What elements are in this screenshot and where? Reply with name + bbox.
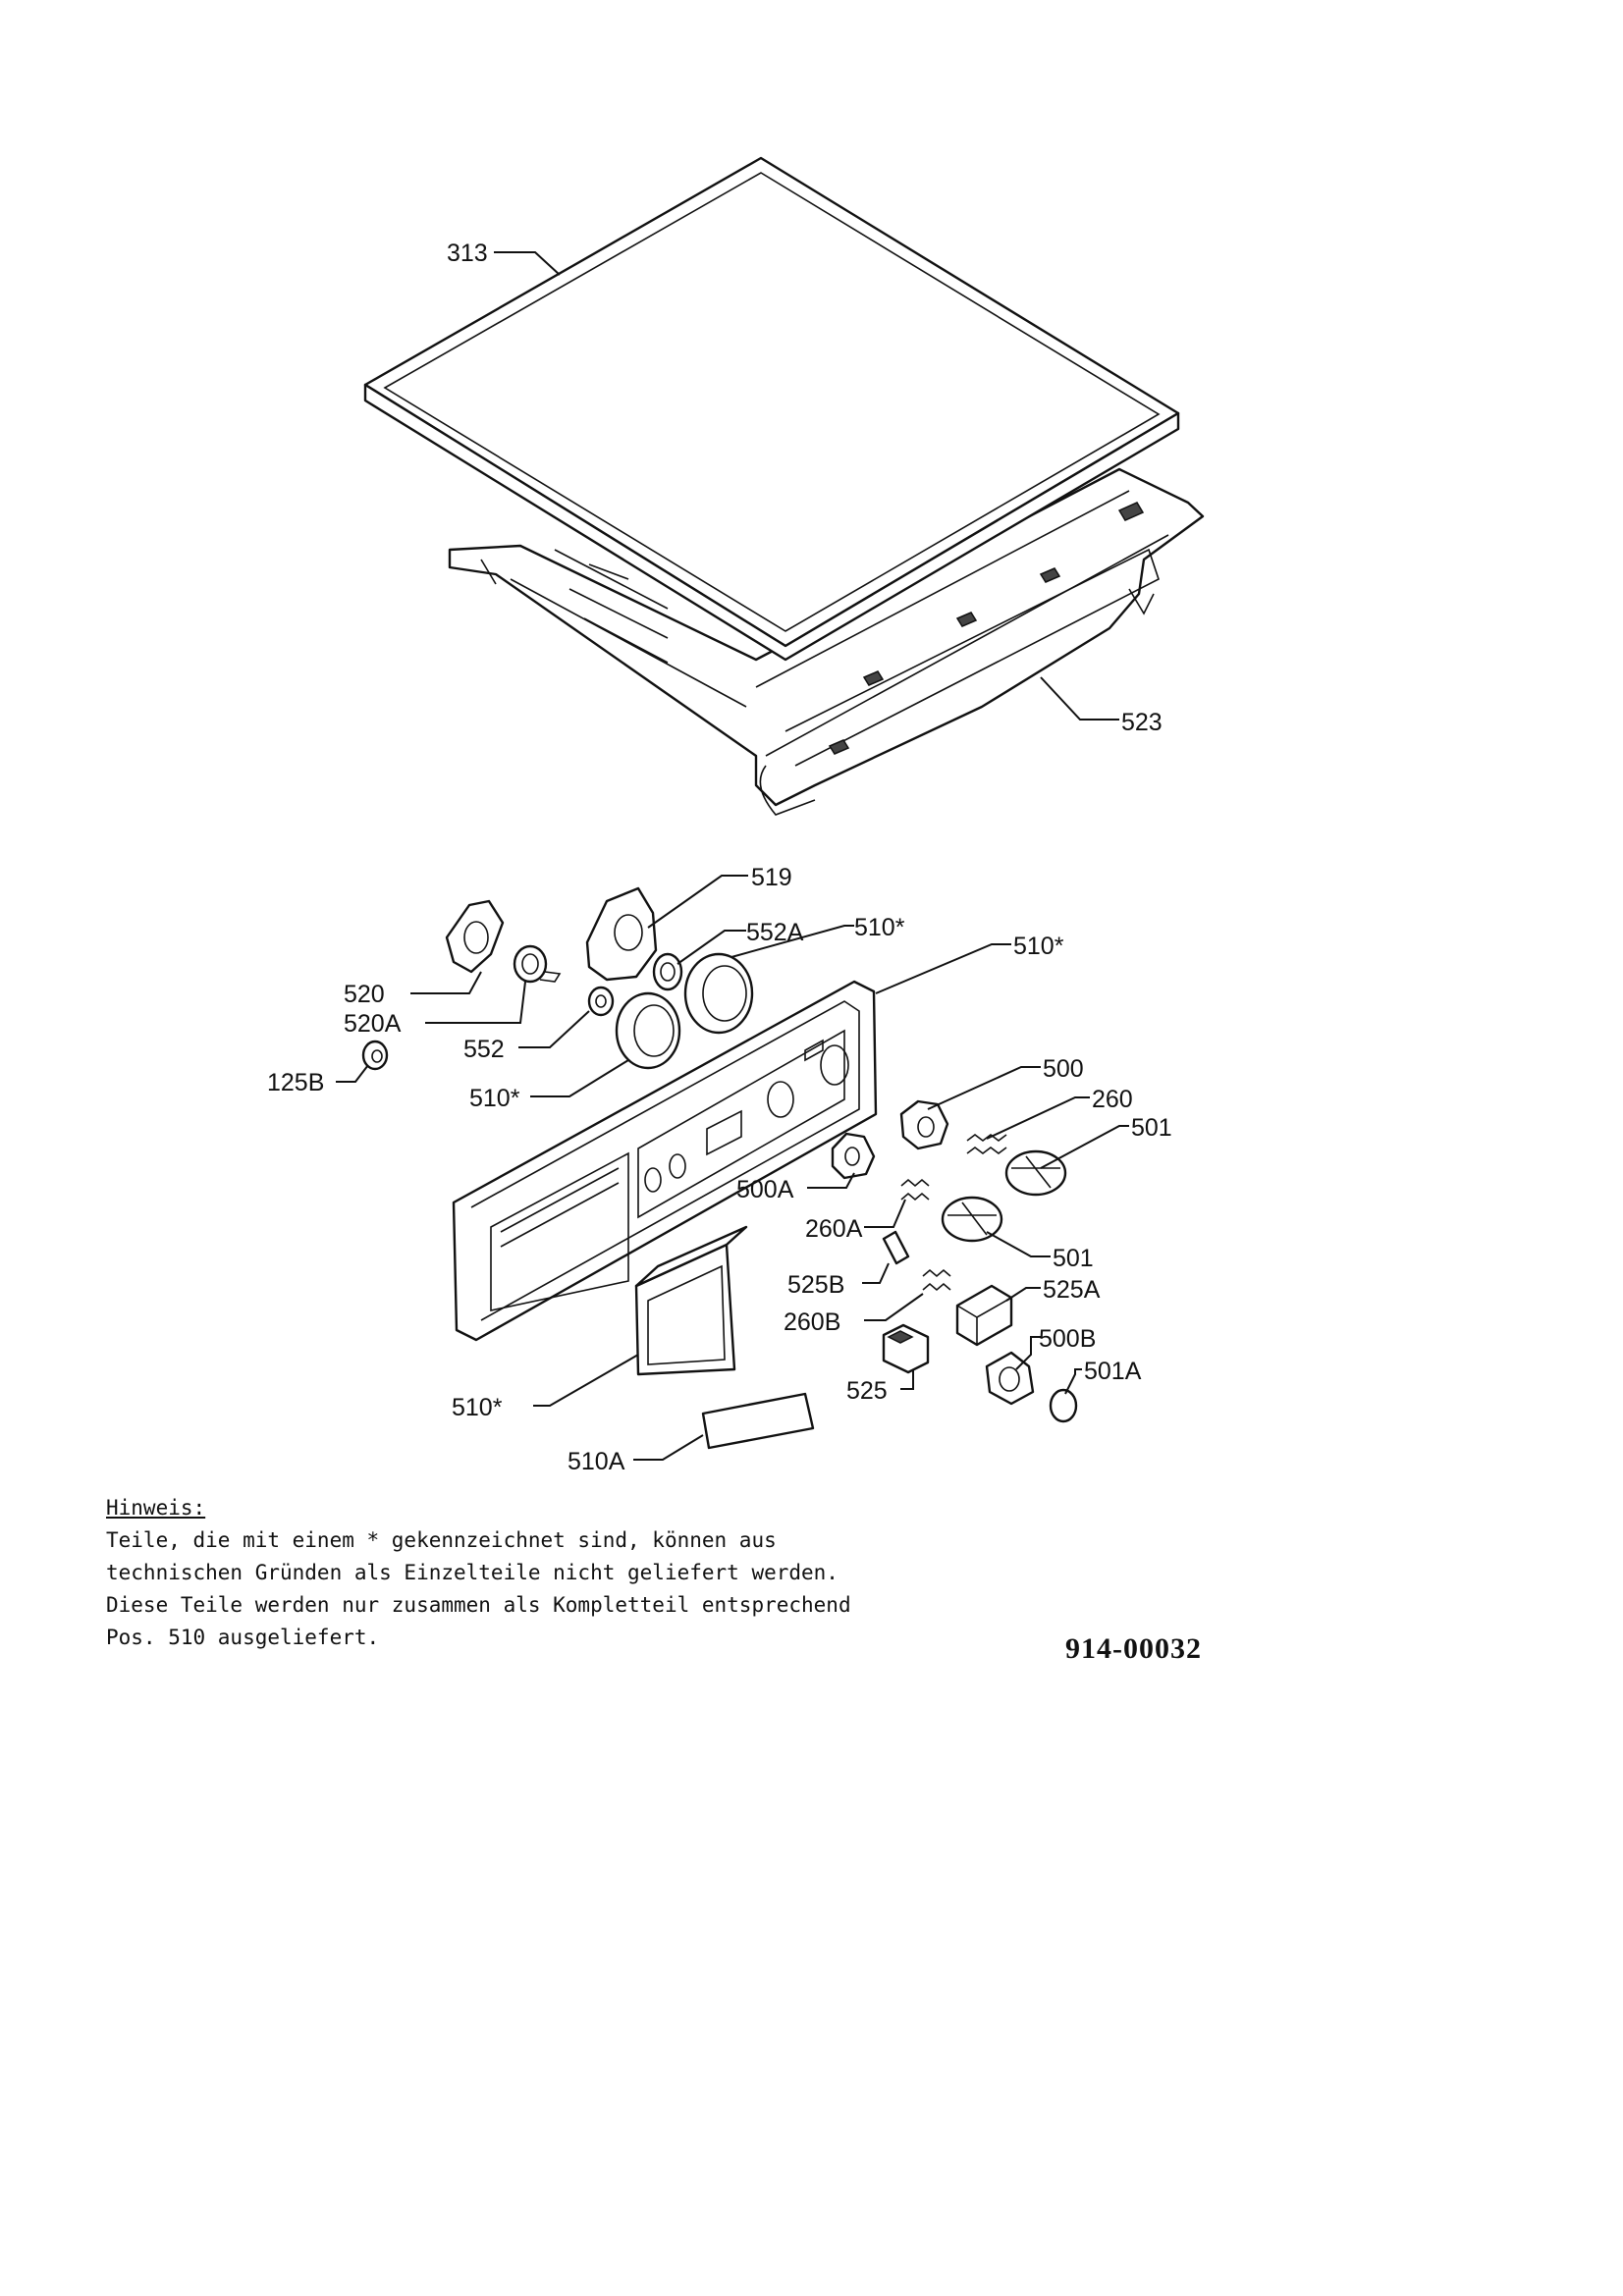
label-510-lower-knob: 510* — [469, 1085, 520, 1112]
label-501-upper: 501 — [1131, 1114, 1172, 1142]
label-260A: 260A — [805, 1215, 863, 1243]
label-523: 523 — [1121, 709, 1163, 736]
lid-313 — [363, 156, 1180, 662]
label-552A: 552A — [746, 919, 804, 946]
note-line-2: technischen Gründen als Einzelteile nich… — [106, 1561, 839, 1584]
label-313: 313 — [447, 240, 488, 267]
label-510-upper-knob: 510* — [854, 914, 905, 941]
document-number: 914-00032 — [1065, 1632, 1202, 1665]
label-525: 525 — [846, 1377, 888, 1405]
label-501A: 501A — [1084, 1358, 1142, 1385]
part-labels: 313 523 519 552A 510* 510* 520 520A 552 … — [267, 240, 1172, 1475]
label-510-drawer: 510* — [452, 1394, 503, 1421]
note-line-1: Teile, die mit einem * gekennzeichnet si… — [106, 1528, 777, 1552]
label-552: 552 — [463, 1036, 505, 1063]
label-519: 519 — [751, 864, 792, 891]
leader-lines — [336, 251, 1129, 1461]
label-plate-510A — [701, 1392, 815, 1450]
label-500A: 500A — [736, 1176, 794, 1203]
label-510-panel: 510* — [1013, 933, 1064, 960]
note-line-4: Pos. 510 ausgeliefert. — [106, 1626, 380, 1649]
label-260B: 260B — [784, 1308, 840, 1336]
drawer-510 — [634, 1225, 748, 1376]
label-125B: 125B — [267, 1069, 324, 1096]
label-520A: 520A — [344, 1010, 402, 1038]
label-525A: 525A — [1043, 1276, 1101, 1304]
label-501-lower: 501 — [1053, 1245, 1094, 1272]
panel-frame-510 — [452, 980, 878, 1342]
knob-assembly — [361, 886, 1078, 1423]
label-525B: 525B — [787, 1271, 844, 1299]
label-500: 500 — [1043, 1055, 1084, 1083]
label-510A: 510A — [568, 1448, 625, 1475]
note-heading: Hinweis: — [106, 1496, 206, 1520]
note-line-3: Diese Teile werden nur zusammen als Komp… — [106, 1593, 851, 1617]
label-520: 520 — [344, 981, 385, 1008]
note-block: Hinweis: Teile, die mit einem * gekennze… — [106, 1492, 852, 1654]
label-260: 260 — [1092, 1086, 1133, 1113]
label-500B: 500B — [1039, 1325, 1096, 1353]
